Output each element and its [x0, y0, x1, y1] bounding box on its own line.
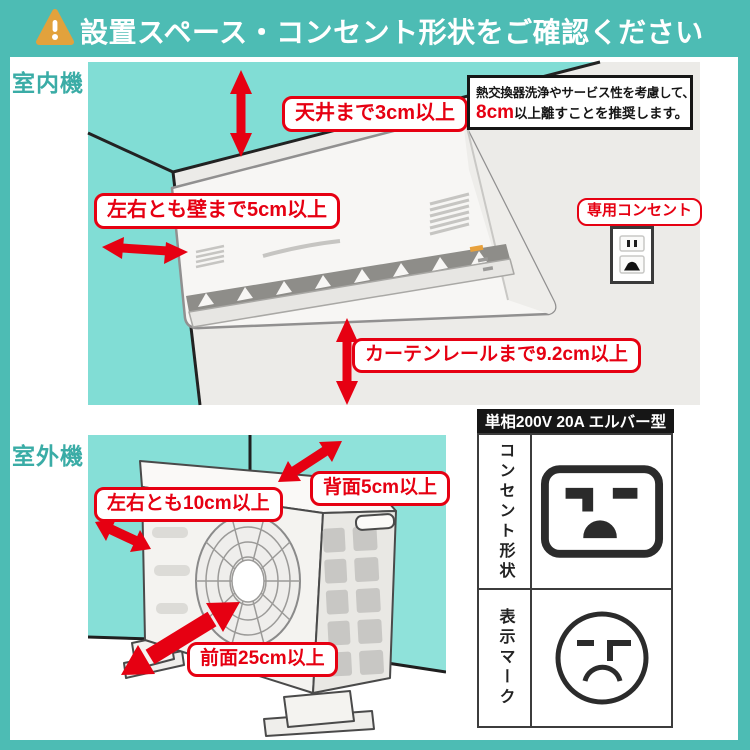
outdoor-side-grille [322, 526, 385, 677]
display-mark-icon [555, 611, 648, 705]
outdoor-handle [354, 513, 396, 531]
side-clearance-arrow-icon-outdoor [95, 519, 151, 552]
spec-row-display-mark-icon-cell [532, 590, 671, 726]
page-title: 設置スペース・コンセント形状をご確認ください [80, 17, 704, 48]
note-line1: 熱交換器洗浄やサービス性を考慮して、 [476, 86, 695, 100]
ceiling-clearance-label: 天井まで3cm以上 [282, 96, 469, 132]
spec-panel-table: コンセント形状 表示マーク [477, 433, 673, 728]
curtain-clearance-arrow-icon [336, 318, 358, 405]
curtain-clearance-label: カーテンレールまで9.2cm以上 [352, 338, 641, 373]
note-highlight: 8cm [476, 102, 515, 123]
indoor-ac-led [469, 244, 484, 252]
warning-icon [36, 9, 74, 45]
ceiling-clearance-arrow-icon [230, 70, 252, 157]
side-clearance-arrow-icon [102, 237, 188, 264]
page-header: 設置スペース・コンセント形状をご確認ください [0, 0, 750, 57]
indoor-section-label: 室内機 [12, 70, 84, 96]
outdoor-front-clearance-label: 前面25cm以上 [187, 642, 338, 677]
back-clearance-arrow-icon [278, 441, 342, 482]
indoor-ac-grille-left [195, 244, 225, 269]
outdoor-side-clearance-label: 左右とも10cm以上 [94, 487, 283, 522]
outdoor-section-label: 室外機 [12, 443, 84, 469]
outdoor-back-clearance-label: 背面5cm以上 [310, 471, 451, 506]
side-clearance-label: 左右とも壁まで5cm以上 [94, 193, 341, 229]
spec-panel-header: 単相200V 20A エルバー型 [477, 409, 674, 433]
indoor-ac-unit [170, 114, 557, 330]
outlet-shape-icon [540, 465, 663, 558]
front-clearance-arrow-icon [121, 602, 240, 675]
note-line2: 8cm以上離すことを推奨します。 [476, 102, 689, 123]
wall-outlet-icon [610, 226, 654, 284]
dedicated-outlet-label: 専用コンセント [577, 198, 703, 226]
spec-row-outlet-shape-label: コンセント形状 [479, 435, 532, 590]
spec-row-outlet-shape-icon-cell [532, 435, 671, 590]
spec-row-display-mark-label: 表示マーク [479, 590, 532, 726]
indoor-ac-grille-right [429, 192, 470, 236]
service-note-box: 熱交換器洗浄やサービス性を考慮して、 8cm以上離すことを推奨します。 [467, 75, 695, 130]
